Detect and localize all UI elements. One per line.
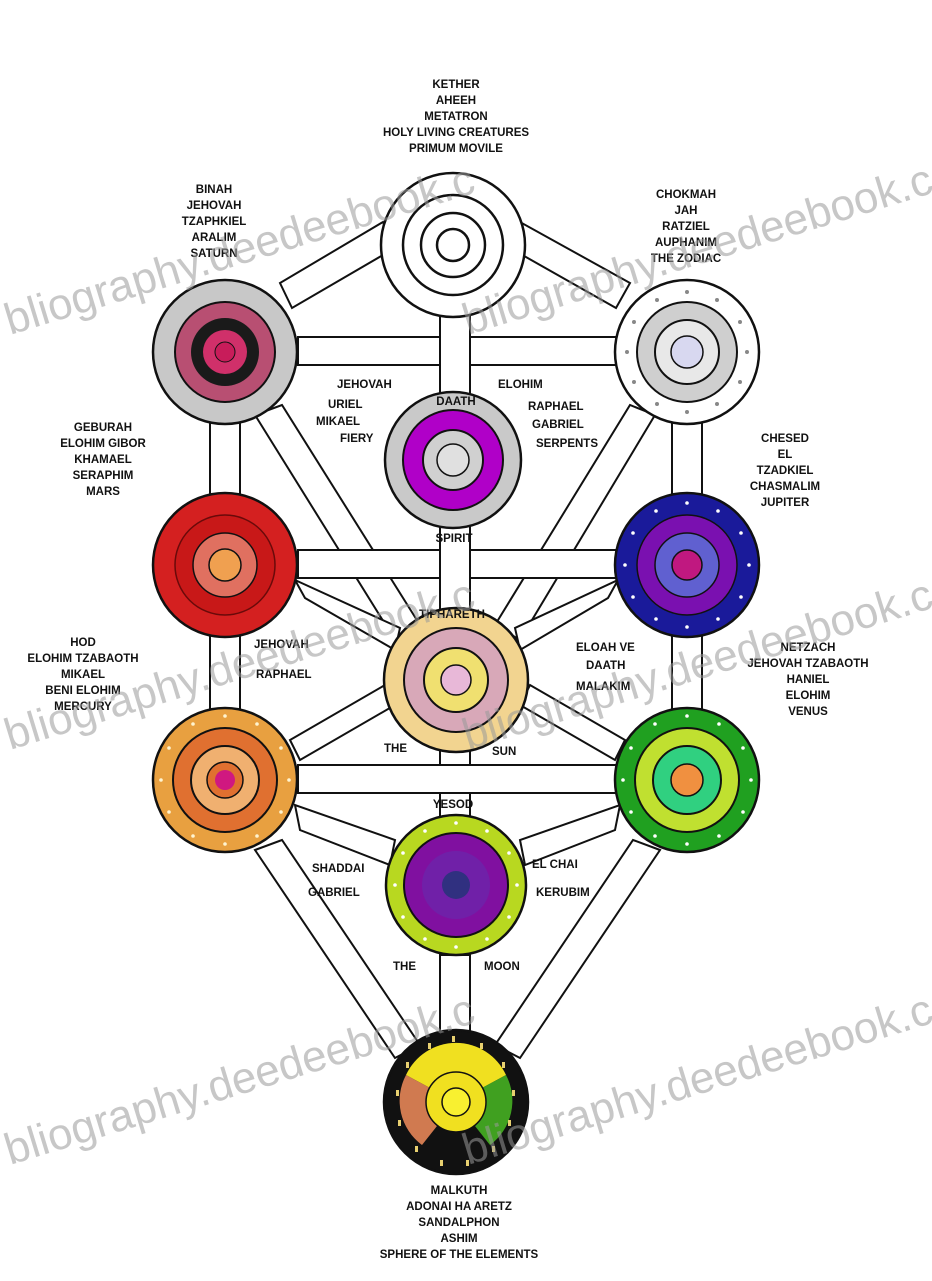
path-label-mikael: MIKAEL <box>316 416 360 428</box>
svg-text:ASHIM: ASHIM <box>440 1233 477 1245</box>
svg-text:JAH: JAH <box>674 205 697 217</box>
svg-text:KHAMAEL: KHAMAEL <box>74 454 132 466</box>
svg-text:PRIMUM MOVILE: PRIMUM MOVILE <box>409 143 503 155</box>
svg-text:GEBURAH: GEBURAH <box>74 422 132 434</box>
svg-text:MARS: MARS <box>86 486 120 498</box>
path-label-el: EL CHAI <box>532 859 578 871</box>
svg-text:KETHER: KETHER <box>432 79 480 91</box>
svg-text:SPHERE OF THE ELEMENTS: SPHERE OF THE ELEMENTS <box>380 1249 539 1261</box>
sphere-chokmah <box>615 280 759 424</box>
svg-text:VENUS: VENUS <box>788 706 828 718</box>
label-malkuth: MALKUTH ADONAI HA ARETZ SANDALPHON ASHIM… <box>380 1185 539 1261</box>
svg-text:SANDALPHON: SANDALPHON <box>418 1217 499 1229</box>
svg-text:JUPITER: JUPITER <box>761 497 810 509</box>
path-label-raphael: RAPHAEL <box>528 401 584 413</box>
label-geburah: GEBURAH ELOHIM GIBOR KHAMAEL SERAPHIM MA… <box>60 422 146 498</box>
sphere-chesed <box>615 493 759 637</box>
svg-text:AHEEH: AHEEH <box>436 95 476 107</box>
path-label-fiery: FIERY <box>340 433 374 445</box>
path-label-the-moon-2: MOON <box>484 961 520 973</box>
path-label-elohim: ELOHIM <box>498 379 543 391</box>
svg-text:TZADKIEL: TZADKIEL <box>757 465 814 477</box>
sphere-geburah <box>153 493 297 637</box>
label-yesod: YESOD <box>433 799 473 811</box>
path-label-gabriel-yesod: GABRIEL <box>308 887 360 899</box>
path-hod-yesod <box>295 805 395 865</box>
svg-text:CHOKMAH: CHOKMAH <box>656 189 716 201</box>
path-label-spirit: SPIRIT <box>435 533 472 545</box>
path-label-the-sun-1: THE <box>384 743 407 755</box>
svg-text:MIKAEL: MIKAEL <box>61 669 105 681</box>
sphere-binah <box>153 280 297 424</box>
svg-text:ELOHIM: ELOHIM <box>786 690 831 702</box>
sphere-yesod <box>386 815 526 955</box>
svg-text:JEHOVAH: JEHOVAH <box>187 200 242 212</box>
path-chokmah-chesed <box>672 420 702 500</box>
svg-text:ELOHIM TZABAOTH: ELOHIM TZABAOTH <box>27 653 138 665</box>
label-kether: KETHER AHEEH METATRON HOLY LIVING CREATU… <box>383 79 529 155</box>
sphere-netzach <box>615 708 759 852</box>
svg-text:ADONAI HA ARETZ: ADONAI HA ARETZ <box>406 1201 512 1213</box>
path-label-kerubim: KERUBIM <box>536 887 590 899</box>
path-label-shaddai: SHADDAI <box>312 863 364 875</box>
label-daath: DAATH <box>436 396 475 408</box>
svg-text:HOD: HOD <box>70 637 96 649</box>
sphere-daath <box>385 392 521 528</box>
svg-text:CHESED: CHESED <box>761 433 809 445</box>
svg-text:EL: EL <box>778 449 793 461</box>
path-label-uriel: URIEL <box>328 399 363 411</box>
path-hod-netzach <box>298 765 618 793</box>
path-binah-geburah <box>210 420 240 500</box>
svg-text:SERAPHIM: SERAPHIM <box>73 470 134 482</box>
svg-text:HOLY LIVING CREATURES: HOLY LIVING CREATURES <box>383 127 529 139</box>
svg-text:MALKUTH: MALKUTH <box>431 1185 488 1197</box>
path-netzach-yesod <box>520 805 620 865</box>
path-label-gabriel: GABRIEL <box>532 419 584 431</box>
svg-text:HANIEL: HANIEL <box>787 674 830 686</box>
sphere-hod <box>153 708 297 852</box>
path-label-jehovah-daath: JEHOVAH <box>337 379 392 391</box>
path-hod-tiphareth <box>290 685 395 760</box>
svg-text:CHASMALIM: CHASMALIM <box>750 481 820 493</box>
path-label-the-moon-1: THE <box>393 961 416 973</box>
path-label-eloah-ve: ELOAH VE <box>576 642 635 654</box>
path-label-serpents: SERPENTS <box>536 438 598 450</box>
svg-text:ELOHIM GIBOR: ELOHIM GIBOR <box>60 438 146 450</box>
label-chesed: CHESED EL TZADKIEL CHASMALIM JUPITER <box>750 433 820 509</box>
svg-text:METATRON: METATRON <box>424 111 487 123</box>
svg-text:BINAH: BINAH <box>196 184 232 196</box>
